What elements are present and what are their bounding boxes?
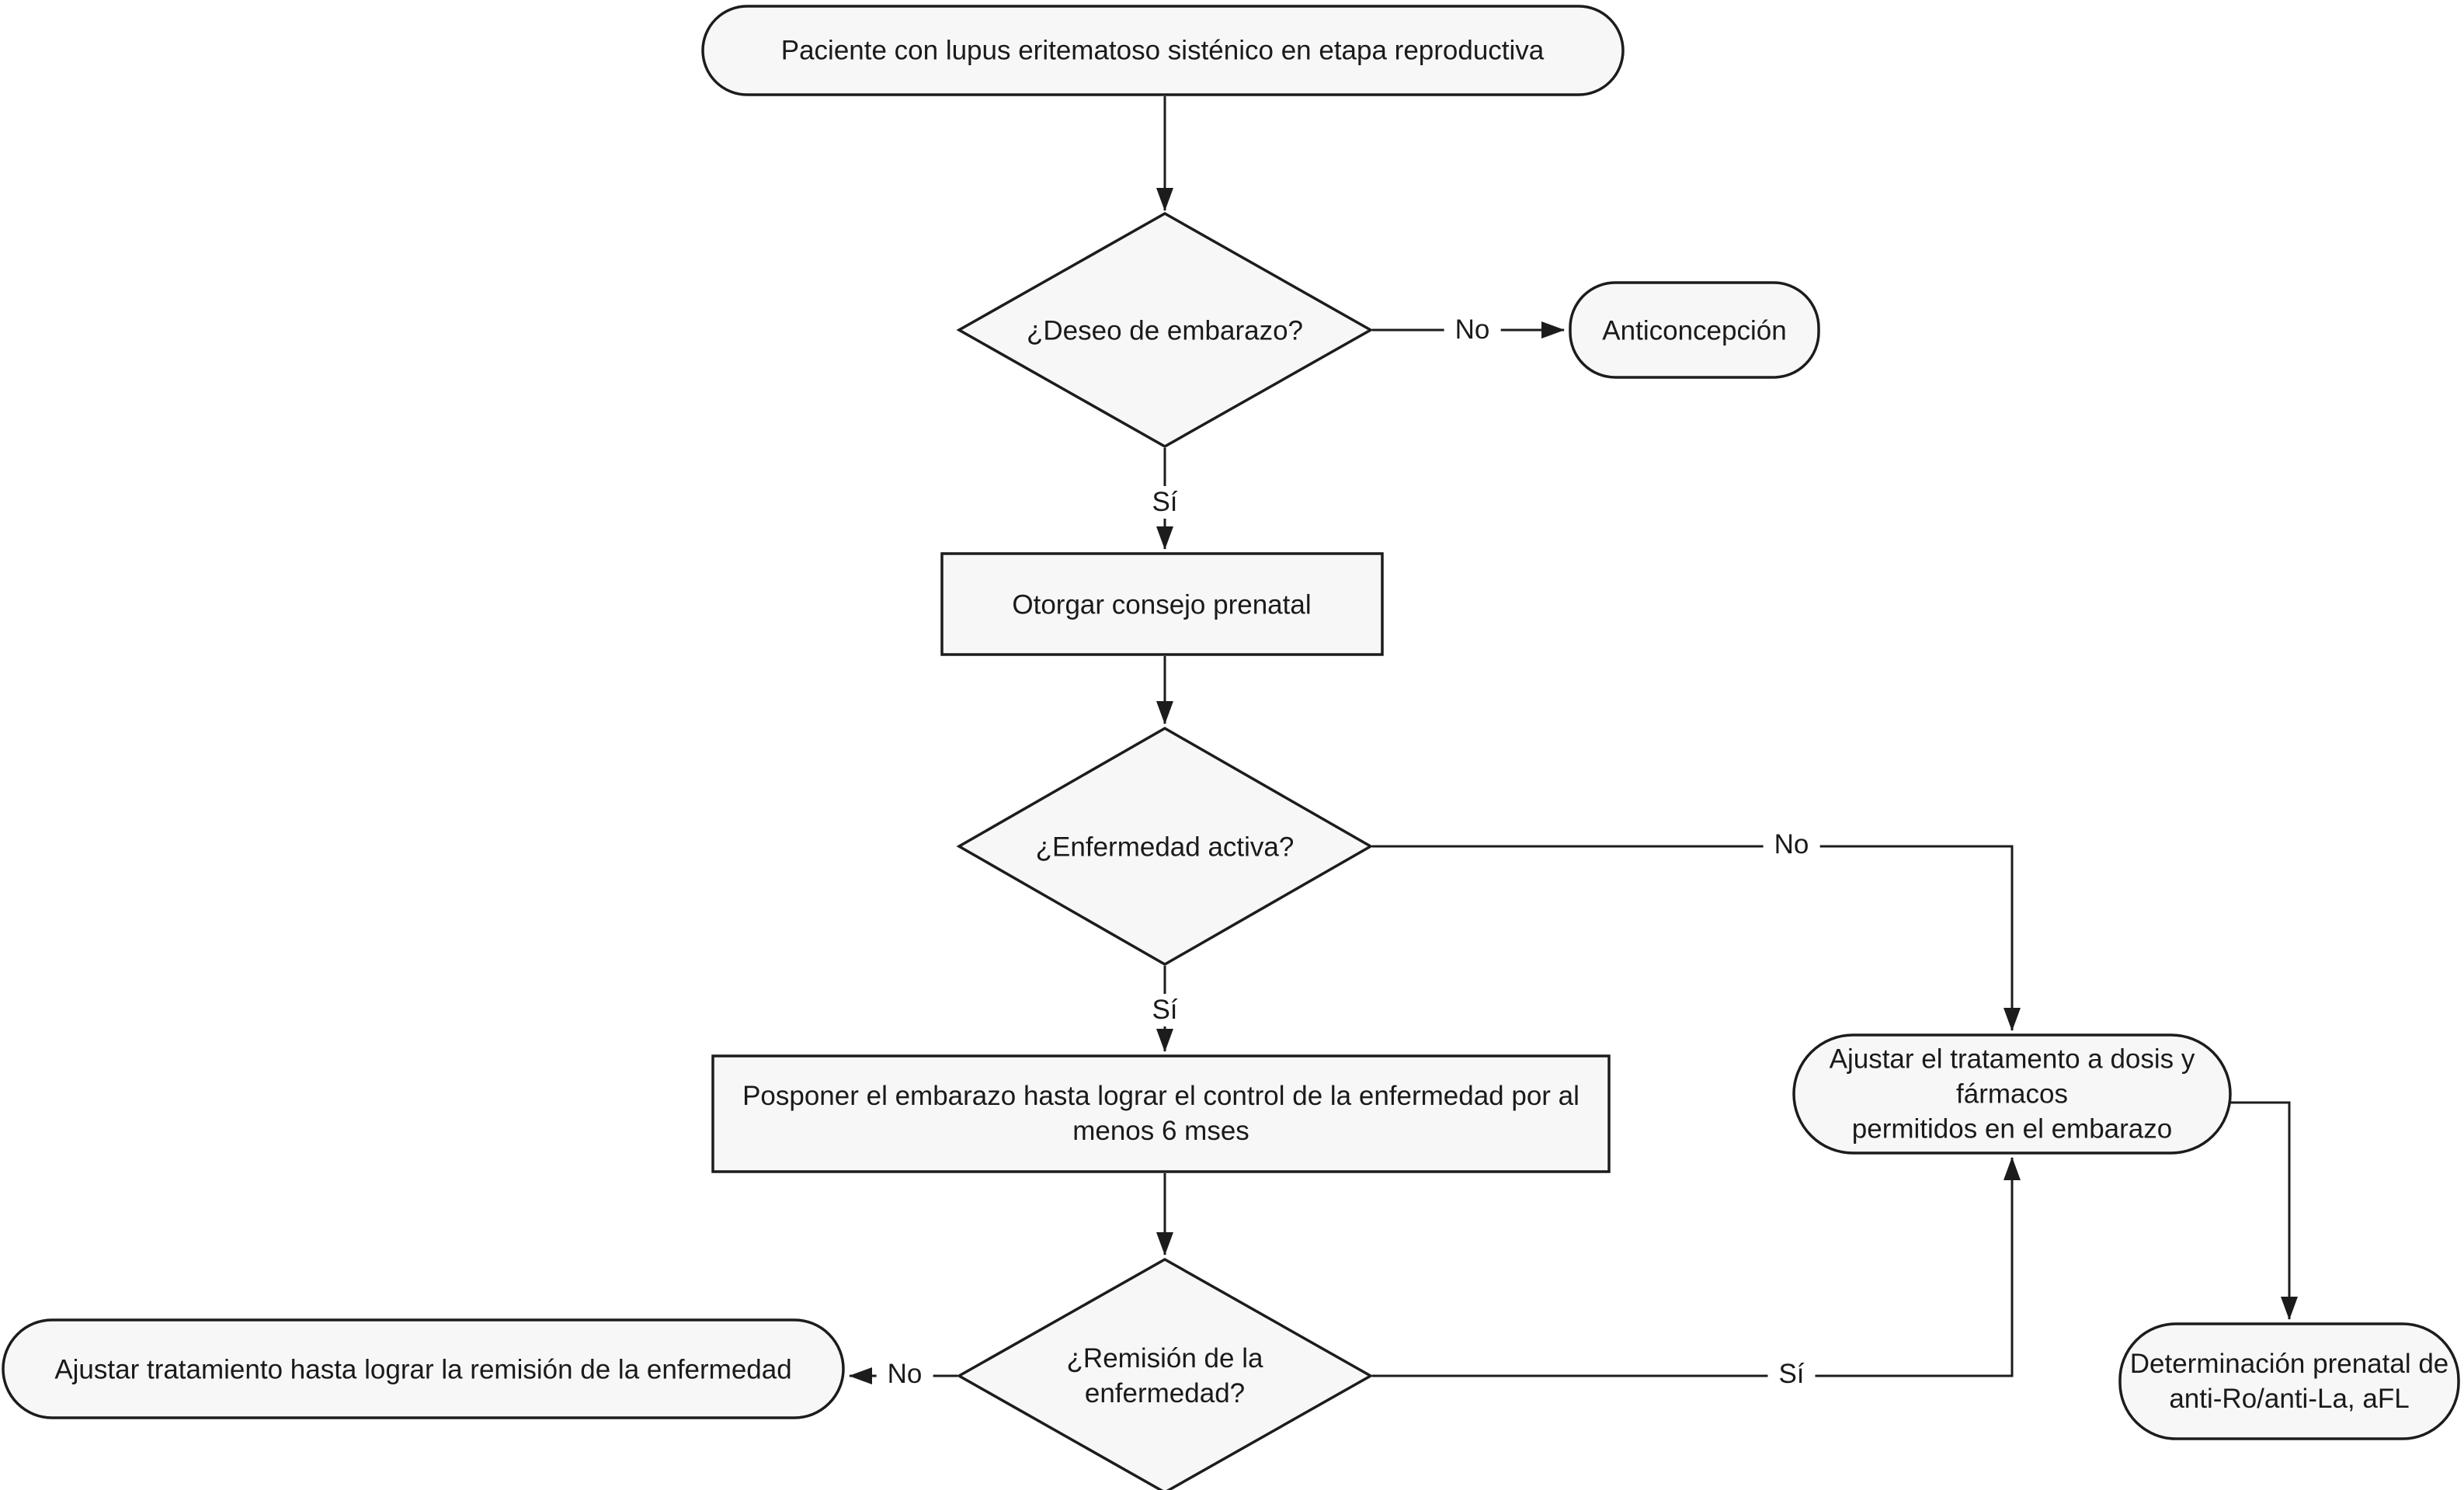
determinacion-line-1: Determinación prenatal de — [2129, 1349, 2449, 1379]
consejo-prenatal-label: Otorgar consejo prenatal — [1012, 589, 1312, 620]
determinacion-line-2: anti-Ro/anti-La, aFL — [2169, 1384, 2410, 1414]
ajustar-tratamiento-remision-terminator-shape — [2, 1318, 845, 1419]
edge-label-activa-si: Sí — [1141, 994, 1189, 1026]
edge-activa-no-to-ajustar-dosis — [1372, 845, 2021, 1031]
anticoncepcion-terminator-shape — [1569, 281, 1820, 379]
ajustar-dosis-line-2: fármacos — [1956, 1078, 2068, 1110]
posponer-embarazo-line-1: Posponer el embarazo hasta lograr el con… — [742, 1081, 1580, 1111]
edge-label-remision-si: Sí — [1767, 1358, 1816, 1391]
edge-label-embarazo-si: Sí — [1141, 486, 1189, 519]
ajustar-tratamiento-remision-label: Ajustar tratamiento hasta lograr la remi… — [54, 1354, 792, 1385]
edge-ajustar-dosis-to-determinacion — [2230, 1101, 2298, 1320]
posponer-embarazo-process-shape — [711, 1054, 1611, 1173]
decision-enfermedad-activa-label: ¿Enfermedad activa? — [1035, 832, 1295, 863]
edge-label-remision-no: No — [876, 1358, 933, 1391]
decision-remision-line-1: ¿Remisión de la — [1066, 1343, 1263, 1374]
decision-enfermedad-activa-diamond-shape — [956, 726, 1374, 967]
edge-label-activa-no: No — [1763, 828, 1820, 861]
determinacion-prenatal-label: Determinación prenatal de anti-Ro/anti-L… — [2130, 1346, 2449, 1416]
consejo-prenatal-process-shape — [940, 552, 1384, 656]
ajustar-dosis-line-3: permitidos en el embarazo — [1851, 1113, 2173, 1144]
edge-remision-si-to-ajustar-dosis — [1372, 1157, 2021, 1377]
decision-remision-diamond-shape — [956, 1257, 1374, 1490]
decision-embarazo-diamond-shape — [956, 211, 1374, 449]
start-node-label: Paciente con lupus eritematoso sisténico… — [780, 35, 1545, 66]
ajustar-tratamiento-dosis-label: Ajustar el tratamento a dosis y fármacos… — [1830, 1042, 2195, 1147]
anticoncepcion-label: Anticoncepción — [1602, 315, 1787, 346]
ajustar-tratamiento-dosis-terminator-shape — [1792, 1033, 2232, 1155]
ajustar-dosis-line-1: Ajustar el tratamento a dosis y — [1829, 1044, 2195, 1075]
determinacion-prenatal-terminator-shape — [2118, 1322, 2460, 1440]
decision-remision-line-2: enfermedad? — [1084, 1378, 1246, 1408]
start-terminator-shape — [701, 5, 1625, 96]
edge-label-embarazo-no: No — [1444, 314, 1501, 346]
decision-embarazo-label: ¿Deseo de embarazo? — [1026, 315, 1304, 346]
posponer-embarazo-line-2: menos 6 mses — [1072, 1116, 1249, 1146]
posponer-embarazo-label: Posponer el embarazo hasta lograr el con… — [742, 1078, 1580, 1148]
decision-remision-label: ¿Remisión de la enfermedad? — [1067, 1341, 1263, 1411]
